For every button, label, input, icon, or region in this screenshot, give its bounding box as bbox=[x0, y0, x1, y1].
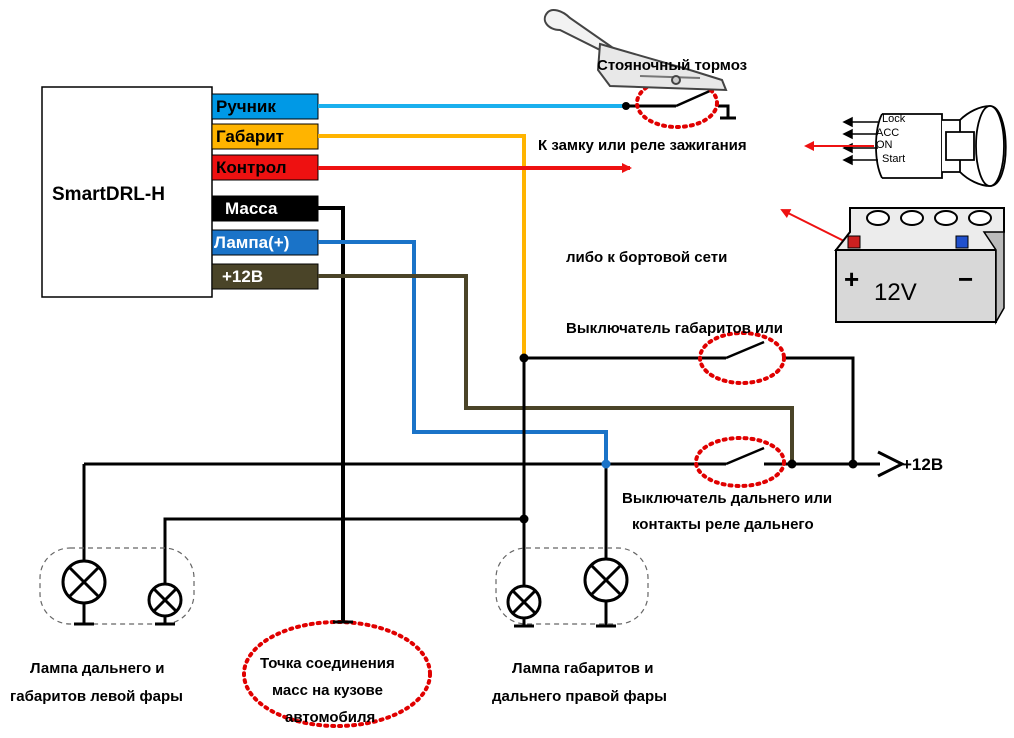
junction-dot bbox=[601, 459, 611, 469]
label-right-lamp-1: Лампа габаритов и bbox=[512, 660, 653, 677]
right-headlight-outline bbox=[495, 547, 649, 625]
wire-left-small-lamp bbox=[163, 517, 524, 584]
pin-ground-label: Масса bbox=[225, 199, 278, 218]
ignition-pos-on: ON bbox=[876, 139, 893, 151]
battery-voltage: 12V bbox=[874, 279, 917, 306]
wire-12v bbox=[318, 274, 794, 464]
pin-ground: Масса bbox=[211, 195, 319, 222]
pin-side-light-bg bbox=[211, 123, 319, 150]
ignition-pos-start: Start bbox=[882, 153, 905, 165]
pin-ground-bg bbox=[211, 195, 319, 222]
high-beam-switch bbox=[725, 446, 765, 466]
pin-handbrake: Ручник bbox=[211, 93, 319, 120]
junction-dot bbox=[787, 459, 797, 469]
pin-side-light-label: Габарит bbox=[216, 127, 284, 146]
highlight-side-switch bbox=[698, 331, 786, 385]
junction-dot bbox=[519, 353, 529, 363]
lamp-high-beam-left-icon bbox=[61, 559, 107, 626]
lamp-side-right-icon bbox=[506, 584, 542, 628]
lamp-side-left-icon bbox=[147, 582, 183, 626]
black-wires bbox=[82, 104, 880, 588]
labels: Стояночный тормоз К замку или реле зажиг… bbox=[10, 57, 832, 726]
label-left-lamp-1: Лампа дальнего и bbox=[30, 660, 165, 677]
module-name: SmartDRL-H bbox=[52, 184, 165, 205]
label-side-light-switch: Выключатель габаритов или bbox=[566, 320, 783, 337]
right-headlight bbox=[495, 547, 649, 628]
label-right-lamp-2: дальнего правой фары bbox=[492, 688, 667, 705]
wire-handbrake-ground bbox=[718, 104, 736, 120]
label-ground-3: автомобиля bbox=[285, 709, 375, 726]
pin-control-label: Контрол bbox=[216, 158, 287, 177]
plus12-label: +12В bbox=[902, 455, 943, 474]
battery-minus: − bbox=[958, 264, 973, 294]
label-or-onboard: либо к бортовой сети bbox=[566, 249, 727, 266]
wire-side-light bbox=[318, 134, 526, 358]
junction-dot bbox=[848, 459, 858, 469]
switch-blade bbox=[725, 446, 765, 466]
pin-lamp: Лампа(+) bbox=[211, 229, 319, 256]
ignition-pos-lock: Lock bbox=[882, 113, 906, 125]
left-headlight bbox=[39, 547, 195, 626]
plus12-arrowhead bbox=[877, 450, 906, 478]
battery-plus: + bbox=[844, 264, 859, 294]
label-ground-2: масс на кузове bbox=[272, 682, 383, 699]
junctions bbox=[519, 102, 858, 524]
pin-12v: +12В bbox=[211, 263, 319, 290]
pin-12v-bg bbox=[211, 263, 319, 290]
handbrake-switch bbox=[675, 88, 713, 108]
red-arrows bbox=[780, 141, 874, 243]
module-box bbox=[41, 86, 213, 298]
pin-control: Контрол bbox=[211, 154, 319, 181]
pin-handbrake-label: Ручник bbox=[216, 97, 276, 116]
label-to-ignition: К замку или реле зажигания bbox=[538, 137, 747, 154]
label-ground-1: Точка соединения bbox=[260, 655, 395, 672]
label-high-beam-switch-2: контакты реле дальнего bbox=[632, 516, 814, 533]
wire-side-switch-out bbox=[782, 356, 855, 464]
lamp-high-beam-right-icon bbox=[583, 557, 629, 628]
side-light-switch bbox=[725, 340, 765, 360]
pin-lamp-label: Лампа(+) bbox=[214, 233, 289, 252]
label-high-beam-switch-1: Выключатель дальнего или bbox=[622, 490, 832, 507]
pin-lamp-bg bbox=[211, 229, 319, 256]
switch-blade bbox=[725, 340, 765, 360]
ignition-pos-acc: ACC bbox=[876, 127, 899, 139]
battery-icon: + 12V − bbox=[833, 207, 1005, 325]
left-headlight-outline bbox=[39, 547, 195, 625]
handbrake-lever-icon bbox=[543, 9, 728, 92]
highlight-beam-switch bbox=[694, 436, 786, 488]
arrow-to-battery bbox=[780, 209, 847, 243]
highlight-ellipses bbox=[242, 77, 786, 728]
ignition-switch-icon: Lock ACC ON Start bbox=[842, 105, 1007, 187]
switch-blade bbox=[675, 88, 713, 108]
pin-handbrake-bg bbox=[211, 93, 319, 120]
label-left-lamp-2: габаритов левой фары bbox=[10, 688, 183, 705]
label-parking-brake: Стояночный тормоз bbox=[597, 57, 747, 74]
junction-dot bbox=[622, 102, 630, 110]
module: SmartDRL-H Ручник Габарит Контрол Масса … bbox=[41, 86, 319, 298]
pin-side-light: Габарит bbox=[211, 123, 319, 150]
plus12-arrow: +12В bbox=[877, 450, 943, 478]
wires bbox=[318, 104, 794, 622]
pin-12v-label: +12В bbox=[222, 267, 263, 286]
wire-lamp bbox=[318, 240, 608, 464]
wire-ground-module bbox=[318, 206, 345, 622]
junction-dot bbox=[519, 514, 529, 524]
